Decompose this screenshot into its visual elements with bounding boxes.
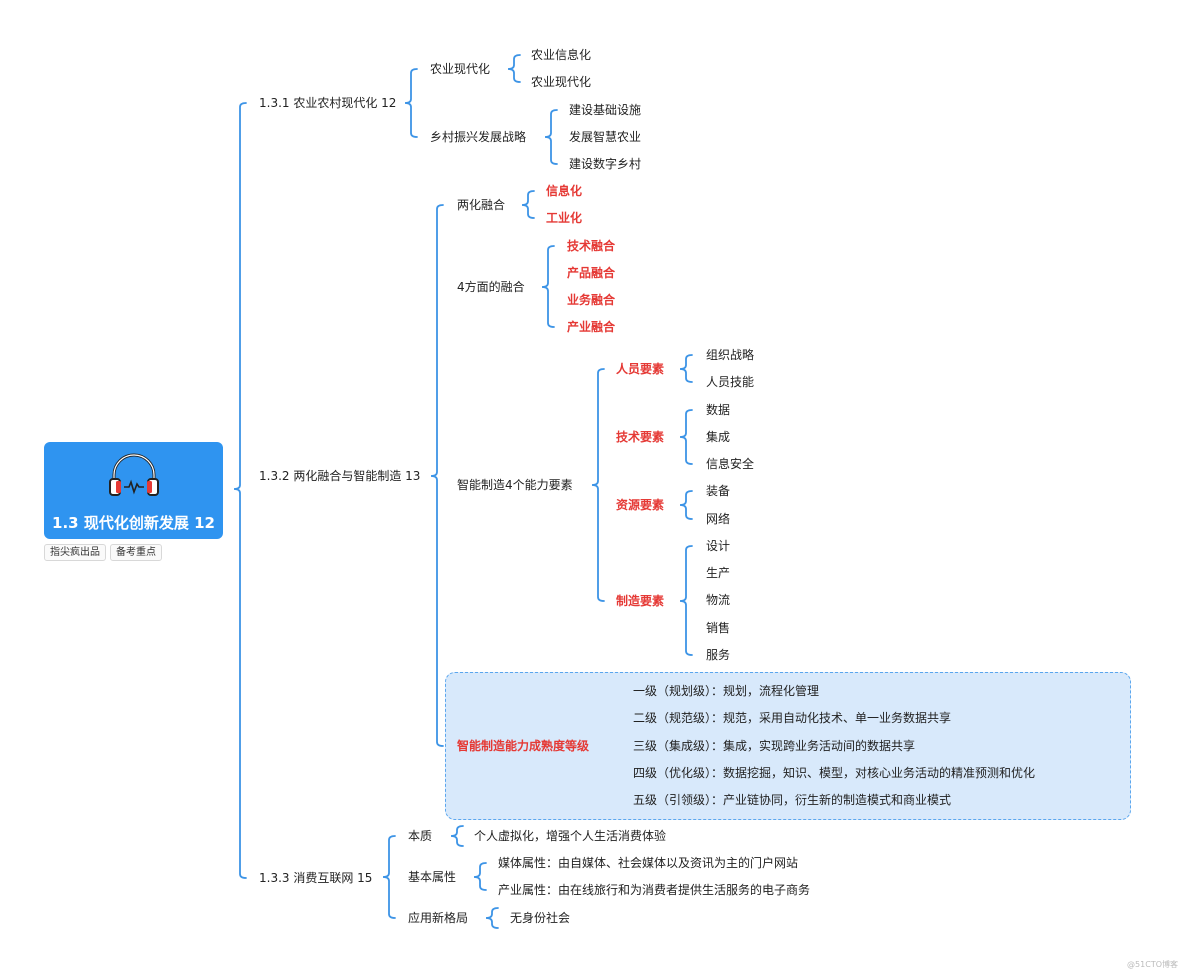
bracket-3: [544, 109, 558, 165]
node-data[interactable]: 数据: [706, 403, 731, 417]
node-industry-attribute[interactable]: 产业属性：由在线旅行和为消费者提供生活服务的电子商务: [498, 883, 811, 897]
bracket-8: [679, 354, 693, 383]
watermark: @51CTO博客: [1127, 960, 1178, 969]
bracket-15: [473, 862, 487, 891]
bracket-5: [521, 190, 535, 219]
node-rural-revitalization[interactable]: 乡村振兴发展战略: [430, 130, 527, 144]
node-business-integration[interactable]: 业务融合: [567, 293, 616, 307]
node-smart-agri[interactable]: 发展智慧农业: [569, 130, 642, 144]
node-equipment[interactable]: 装备: [706, 484, 731, 498]
node-tech-integration[interactable]: 技术融合: [567, 239, 616, 253]
node-production[interactable]: 生产: [706, 566, 731, 580]
node-new-pattern[interactable]: 应用新格局: [408, 911, 469, 925]
node-maturity-levels[interactable]: 智能制造能力成熟度等级: [457, 739, 590, 753]
bracket-13: [382, 835, 396, 919]
root-title: 1.3 现代化创新发展 12: [52, 514, 215, 532]
node-org-strategy[interactable]: 组织战略: [706, 348, 755, 362]
node-industry-integration[interactable]: 产业融合: [567, 320, 616, 334]
node-resource-element[interactable]: 资源要素: [616, 498, 665, 512]
topic-1-3-3[interactable]: 1.3.3 消费互联网 15: [259, 871, 373, 885]
node-manufacturing-element[interactable]: 制造要素: [616, 594, 665, 608]
node-level-5[interactable]: 五级（引领级）：产业链协同，衍生新的制造模式和商业模式: [633, 793, 952, 807]
node-level-1[interactable]: 一级（规划级）：规划，流程化管理: [633, 684, 820, 698]
root-topic[interactable]: 1.3 现代化创新发展 12: [44, 442, 223, 539]
node-basic-attributes[interactable]: 基本属性: [408, 870, 457, 884]
bracket-2: [507, 54, 521, 83]
node-agri-informatization[interactable]: 农业信息化: [531, 48, 592, 62]
node-sales[interactable]: 销售: [706, 621, 731, 635]
node-two-integration[interactable]: 两化融合: [457, 198, 506, 212]
headphones-icon: [109, 453, 159, 496]
node-infrastructure[interactable]: 建设基础设施: [569, 103, 642, 117]
bracket-1: [404, 68, 418, 138]
node-personal-virtualization[interactable]: 个人虚拟化，增强个人生活消费体验: [474, 829, 667, 843]
node-agri-modernization[interactable]: 农业现代化: [430, 62, 491, 76]
node-identityless-society[interactable]: 无身份社会: [510, 911, 571, 925]
node-capability-elements[interactable]: 智能制造4个能力要素: [457, 478, 573, 492]
node-tech-element[interactable]: 技术要素: [616, 430, 665, 444]
bracket-6: [541, 245, 555, 328]
bracket-0: [233, 102, 247, 879]
tag-key-point: 备考重点: [110, 544, 162, 561]
topic-1-3-2[interactable]: 1.3.2 两化融合与智能制造 13: [259, 469, 421, 483]
bracket-14: [450, 825, 464, 847]
node-media-attribute[interactable]: 媒体属性：由自媒体、社会媒体以及资讯为主的门户网站: [498, 856, 799, 870]
node-staff-skills[interactable]: 人员技能: [706, 375, 755, 389]
node-informatization[interactable]: 信息化: [546, 184, 583, 198]
node-integration[interactable]: 集成: [706, 430, 731, 444]
node-digital-village[interactable]: 建设数字乡村: [569, 157, 642, 171]
node-info-security[interactable]: 信息安全: [706, 457, 755, 471]
node-industrialization[interactable]: 工业化: [546, 211, 583, 225]
node-level-3[interactable]: 三级（集成级）：集成，实现跨业务活动间的数据共享: [633, 739, 916, 753]
bracket-9: [679, 409, 693, 465]
topic-1-3-1[interactable]: 1.3.1 农业农村现代化 12: [259, 96, 397, 110]
node-personnel-element[interactable]: 人员要素: [616, 362, 665, 376]
tag-author: 指尖疯出品: [44, 544, 106, 561]
node-four-integration[interactable]: 4方面的融合: [457, 280, 525, 294]
bracket-4: [430, 204, 444, 747]
bracket-7: [591, 368, 605, 602]
node-agri-modernization-leaf[interactable]: 农业现代化: [531, 75, 592, 89]
node-network[interactable]: 网络: [706, 512, 731, 526]
node-logistics[interactable]: 物流: [706, 593, 731, 607]
node-essence[interactable]: 本质: [408, 829, 433, 843]
node-level-4[interactable]: 四级（优化级）：数据挖掘，知识、模型，对核心业务活动的精准预测和优化: [633, 766, 1036, 780]
node-level-2[interactable]: 二级（规范级）：规范，采用自动化技术、单一业务数据共享: [633, 711, 952, 725]
node-product-integration[interactable]: 产品融合: [567, 266, 616, 280]
node-design[interactable]: 设计: [706, 539, 731, 553]
bracket-10: [679, 490, 693, 520]
bracket-16: [485, 907, 499, 929]
maturity-level-highlight-box: [445, 672, 1131, 820]
node-service[interactable]: 服务: [706, 648, 731, 662]
bracket-11: [679, 545, 693, 656]
